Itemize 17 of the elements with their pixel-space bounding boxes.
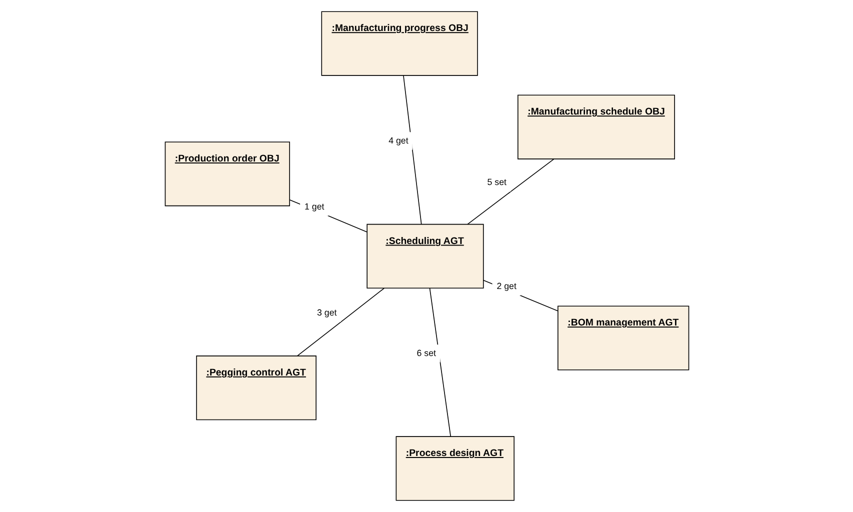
node-box: :Pegging control AGT — [196, 356, 316, 420]
connector — [428, 288, 451, 437]
edge-label: 2 get — [496, 280, 516, 291]
node-box: :Scheduling AGT — [366, 224, 484, 288]
edge-label: 3 get — [316, 307, 336, 318]
connector — [466, 158, 554, 225]
connector — [296, 288, 384, 356]
edge-label: 5 set — [486, 177, 506, 188]
node-box: :Process design AGT — [395, 436, 514, 501]
edge-label: 1 get — [304, 201, 324, 212]
node-box: :Manufacturing progress OBJ — [320, 11, 478, 76]
node-box: :Manufacturing schedule OBJ — [517, 94, 674, 160]
connector — [402, 75, 422, 225]
edge-label: 6 set — [416, 348, 436, 358]
edge-label: 4 get — [388, 135, 408, 146]
node-box: :BOM management AGT — [557, 306, 689, 370]
node-box: :Production order OBJ — [164, 142, 290, 206]
